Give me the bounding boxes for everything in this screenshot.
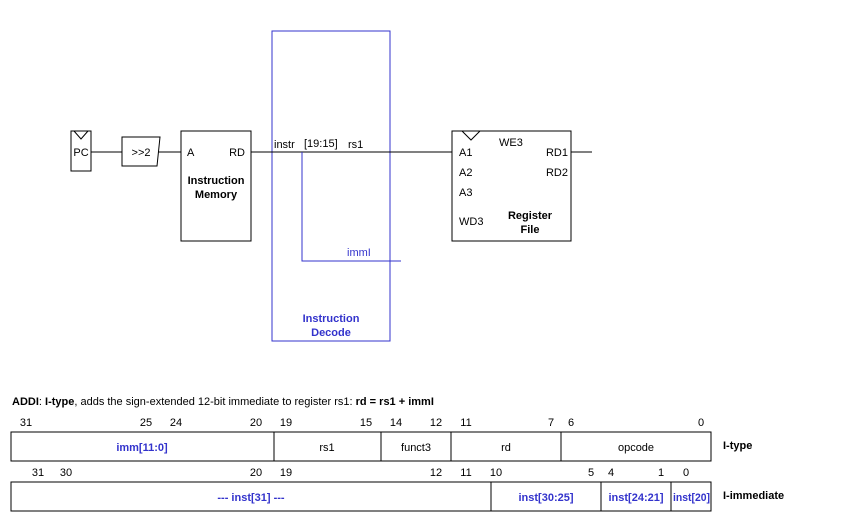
- itype-field: imm[11:0]: [116, 442, 168, 454]
- caption-instr-name: ADDI: [12, 396, 39, 408]
- iimm-bit-label: 4: [608, 467, 614, 479]
- wire-imm-branch: [301, 152, 401, 262]
- caption-type: I-type: [45, 396, 75, 408]
- imem-title-line2: Memory: [195, 189, 238, 201]
- iimm-bit-label: 1: [658, 467, 664, 479]
- itype-field: rs1: [319, 442, 334, 454]
- itype-bit-label: 25: [140, 417, 152, 429]
- iimm-bit-label: 12: [430, 467, 442, 479]
- imem-port-rd: RD: [229, 147, 245, 159]
- regfile-a2: A2: [459, 167, 472, 179]
- iimm-row-label: I-immediate: [723, 490, 784, 502]
- iimm-field: inst[30:25]: [518, 492, 573, 504]
- caption-formula: rd = rs1 + immI: [355, 396, 434, 408]
- itype-bit-label: 6: [568, 417, 574, 429]
- imm-wire-label: immI: [347, 247, 371, 259]
- regfile-wd3: WD3: [459, 216, 483, 228]
- iimm-bit-labels: 31 30 20 19 12 11 10 5 4 1 0: [32, 467, 689, 479]
- iimm-field: --- inst[31] ---: [217, 492, 285, 504]
- itype-field-row: imm[11:0] rs1 funct3 rd opcode I-type: [10, 431, 752, 462]
- itype-bit-label: 15: [360, 417, 372, 429]
- iimm-bit-label: 11: [460, 467, 471, 479]
- itype-field: opcode: [618, 442, 654, 454]
- caption-desc: , adds the sign-extended 12-bit immediat…: [74, 396, 356, 408]
- clock-triangle-icon: [461, 130, 481, 141]
- regfile-we3: WE3: [499, 137, 523, 149]
- itype-field: funct3: [401, 442, 431, 454]
- shift-right-2-block: >>2: [121, 136, 161, 167]
- register-file: WE3 A1 A2 A3 WD3 RD1 RD2 Register File: [451, 130, 572, 242]
- instruction-decode-block: Instruction Decode: [271, 30, 391, 342]
- iimm-bit-label: 0: [683, 467, 689, 479]
- iimm-bit-label: 31: [32, 467, 44, 479]
- iimm-bit-label: 5: [588, 467, 594, 479]
- itype-bit-label: 7: [548, 417, 554, 429]
- iimm-field: inst[24:21]: [608, 492, 663, 504]
- regfile-rd2: RD2: [546, 167, 568, 179]
- instr-label: instr: [274, 139, 295, 151]
- itype-bit-label: 12: [430, 417, 442, 429]
- itype-bit-label: 0: [698, 417, 704, 429]
- imem-port-a: A: [187, 147, 195, 159]
- caption-sep: :: [38, 396, 46, 408]
- clock-triangle-icon: [73, 130, 89, 140]
- itype-bit-labels: 31 25 24 20 19 15 14 12 11 7 6 0: [20, 417, 704, 429]
- regfile-a1: A1: [459, 147, 472, 159]
- pc-label: PC: [73, 147, 88, 159]
- field-19-15-label: [19:15]: [304, 138, 338, 150]
- decode-title-line1: Instruction: [303, 313, 360, 325]
- iimm-bit-label: 20: [250, 467, 262, 479]
- instruction-caption: ADDI: I-type, adds the sign-extended 12-…: [12, 396, 434, 408]
- itype-bit-label: 31: [20, 417, 32, 429]
- rs1-wire-label: rs1: [348, 139, 363, 151]
- itype-bit-label: 20: [250, 417, 262, 429]
- imem-title-line1: Instruction: [188, 175, 245, 187]
- pc-register: PC: [70, 130, 92, 172]
- iimm-bit-label: 10: [490, 467, 502, 479]
- itype-bit-label: 14: [390, 417, 402, 429]
- itype-row-label: I-type: [723, 440, 752, 452]
- regfile-title-line1: Register: [508, 210, 553, 222]
- decode-title-line2: Decode: [311, 327, 351, 339]
- iimm-field-row: --- inst[31] --- inst[30:25] inst[24:21]…: [10, 481, 784, 512]
- regfile-rd1: RD1: [546, 147, 568, 159]
- iimm-bit-label: 19: [280, 467, 292, 479]
- regfile-a3: A3: [459, 187, 472, 199]
- itype-bit-label: 19: [280, 417, 292, 429]
- itype-bit-label: 24: [170, 417, 182, 429]
- itype-field: rd: [501, 442, 511, 454]
- iimm-bit-label: 30: [60, 467, 72, 479]
- shift-label: >>2: [132, 147, 151, 159]
- iimm-field: inst[20]: [673, 492, 710, 504]
- instruction-memory: A RD Instruction Memory: [180, 130, 252, 242]
- itype-bit-label: 11: [460, 417, 471, 429]
- regfile-title-line2: File: [521, 224, 540, 236]
